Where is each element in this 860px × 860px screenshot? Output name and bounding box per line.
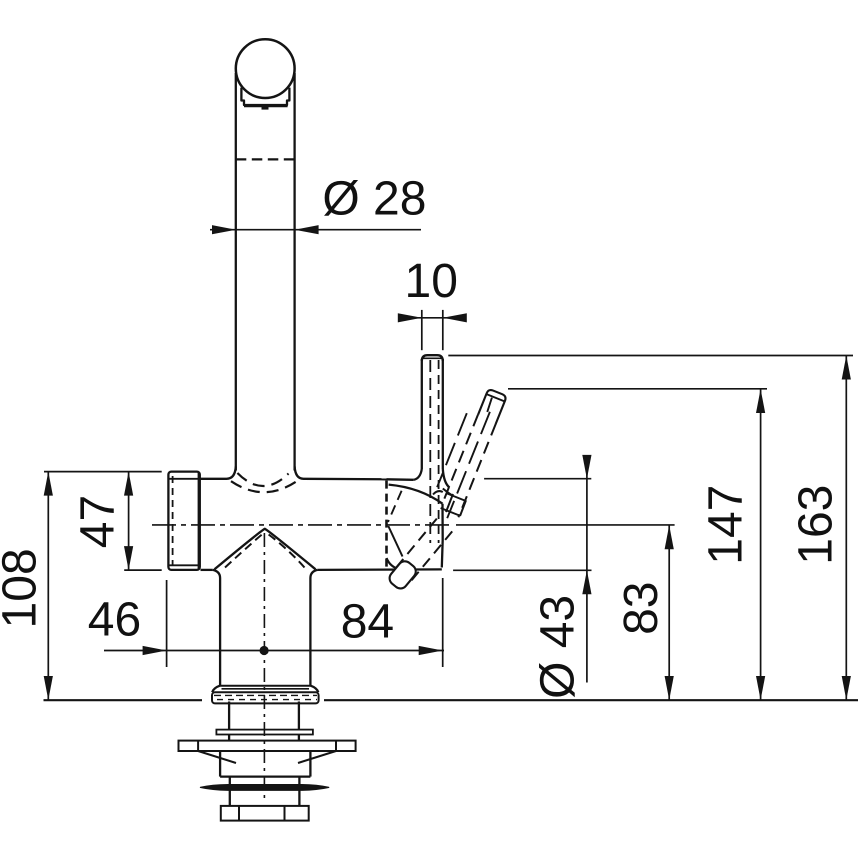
svg-text:Ø 28: Ø 28 <box>322 173 426 226</box>
svg-text:Ø 43: Ø 43 <box>532 595 585 699</box>
svg-text:46: 46 <box>88 594 141 647</box>
svg-text:10: 10 <box>405 255 458 308</box>
svg-text:47: 47 <box>72 495 125 548</box>
svg-text:108: 108 <box>0 548 47 628</box>
svg-text:83: 83 <box>615 582 668 635</box>
svg-text:147: 147 <box>699 485 752 565</box>
svg-text:163: 163 <box>790 485 843 565</box>
svg-text:84: 84 <box>341 596 394 649</box>
